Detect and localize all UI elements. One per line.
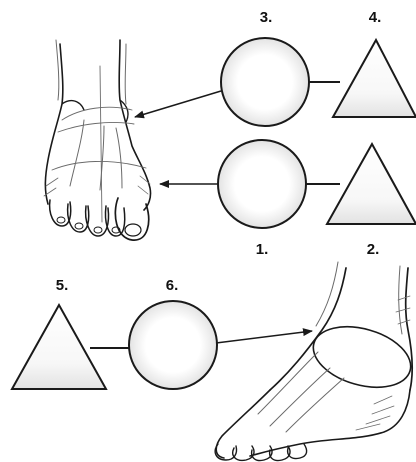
side-foot-sketch: [215, 262, 416, 461]
triangle-2: [327, 144, 416, 224]
circle-6: [129, 301, 217, 389]
circle-3: [221, 38, 309, 126]
circle-1: [218, 140, 306, 228]
label-5: 5.: [56, 277, 69, 294]
label-4: 4.: [369, 9, 382, 26]
arrow-to-ankle: [135, 91, 221, 117]
arrow-to-heel: [216, 331, 312, 343]
triangle-4: [333, 40, 416, 117]
label-3: 3.: [260, 9, 273, 26]
label-2: 2.: [367, 241, 380, 258]
label-1: 1.: [256, 241, 269, 258]
front-foot-sketch: [44, 40, 151, 240]
shape-group-1-2: [160, 140, 416, 228]
shape-group-3-4: [135, 38, 416, 126]
label-6: 6.: [166, 277, 179, 294]
shape-group-5-6: [12, 301, 312, 389]
